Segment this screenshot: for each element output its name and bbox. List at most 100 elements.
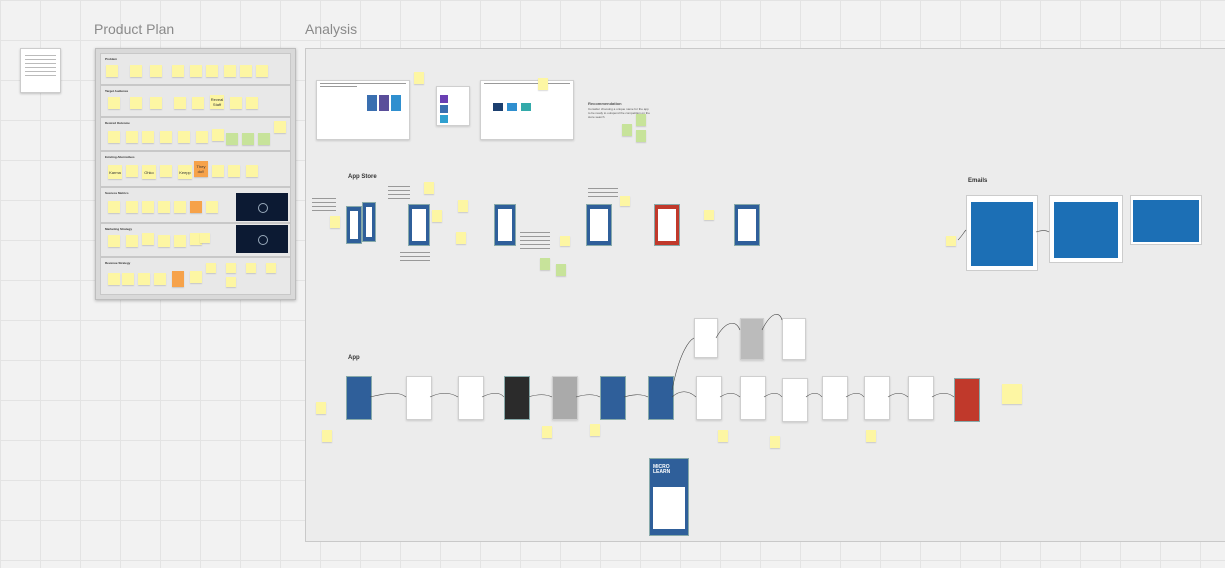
sticky-note[interactable] [212,129,224,141]
sticky-note[interactable] [622,124,632,136]
sticky-note[interactable] [200,233,210,243]
video-thumbnail[interactable] [236,225,288,253]
sticky-note[interactable] [150,65,162,77]
email-screenshot[interactable] [1130,195,1202,245]
sticky-note[interactable] [256,65,268,77]
sticky-note[interactable] [538,78,548,90]
sticky-note[interactable] [174,235,186,247]
sticky-note[interactable] [226,263,236,273]
app-store-screen[interactable] [346,206,362,244]
app-screen[interactable] [954,378,980,422]
sticky-note[interactable] [230,97,242,109]
sticky-note[interactable] [226,277,236,287]
sticky-note[interactable] [212,165,224,177]
sticky-note[interactable] [142,201,154,213]
sticky-note[interactable] [178,131,190,143]
sticky-note[interactable] [126,131,138,143]
sticky-note[interactable] [158,201,170,213]
sticky-note-they-do[interactable]: They do!! [194,161,208,177]
play-icon[interactable] [258,203,268,213]
sticky-note[interactable] [192,97,204,109]
sticky-note[interactable] [258,133,270,145]
sticky-note[interactable] [142,131,154,143]
sticky-note[interactable] [122,273,134,285]
app-store-screen[interactable] [362,202,376,242]
sticky-note[interactable] [150,97,162,109]
store-results-screenshot[interactable] [436,86,470,126]
sticky-note[interactable] [130,65,142,77]
app-screen[interactable] [552,376,578,420]
sticky-note[interactable] [154,273,166,285]
app-store-screen[interactable] [654,204,680,246]
sticky-note[interactable] [196,131,208,143]
store-search-screenshot[interactable] [316,80,410,140]
sticky-note[interactable] [246,165,258,177]
sticky-note-keepp[interactable]: Keepp [178,165,192,179]
sticky-note[interactable] [432,210,442,222]
sticky-note[interactable] [142,233,154,245]
app-screen[interactable] [908,376,934,420]
sticky-note[interactable] [414,72,424,84]
sticky-note[interactable] [246,97,258,109]
email-screenshot[interactable] [1049,195,1123,263]
sticky-note[interactable] [718,430,728,442]
sticky-note[interactable] [560,236,570,246]
sticky-note[interactable] [172,271,184,287]
app-screen[interactable] [740,376,766,420]
sticky-note-karma[interactable]: Karma [108,165,122,179]
email-screenshot[interactable] [966,195,1038,271]
sticky-note[interactable] [206,201,218,213]
sticky-note[interactable] [160,131,172,143]
play-icon[interactable] [258,235,268,245]
sticky-note[interactable] [108,273,120,285]
sticky-note[interactable] [174,201,186,213]
sticky-note[interactable] [108,97,120,109]
sticky-note[interactable] [946,236,956,246]
app-screen[interactable] [406,376,432,420]
app-screen[interactable] [648,376,674,420]
sticky-note[interactable] [274,121,286,133]
app-screen[interactable] [864,376,890,420]
sticky-note[interactable] [108,131,120,143]
sticky-note[interactable] [246,263,256,273]
sticky-note[interactable] [458,200,468,212]
sticky-note[interactable] [456,232,466,244]
document-thumbnail[interactable] [20,48,61,93]
sticky-note[interactable] [108,201,120,213]
sticky-note[interactable] [556,264,566,276]
sticky-note-reveal-staff[interactable]: Reveal Staff [210,95,224,109]
sticky-note[interactable] [174,97,186,109]
sticky-note[interactable] [770,436,780,448]
sticky-note[interactable] [190,271,202,283]
sticky-note[interactable] [190,65,202,77]
app-screen[interactable] [458,376,484,420]
sticky-note[interactable] [160,165,172,177]
app-store-screen[interactable] [494,204,516,246]
sticky-note[interactable] [106,65,118,77]
sticky-note[interactable] [322,430,332,442]
sticky-note[interactable] [540,258,550,270]
sticky-note[interactable] [542,426,552,438]
product-plan-board[interactable]: Problem Target Audience Desired Outcome … [95,48,296,300]
app-screen[interactable] [696,376,722,420]
sticky-note[interactable] [158,235,170,247]
sticky-note[interactable] [866,430,876,442]
store-listing-screenshot[interactable] [480,80,574,140]
sticky-note[interactable] [266,263,276,273]
analysis-frame[interactable] [305,48,1225,542]
sticky-note[interactable] [704,210,714,220]
sticky-note[interactable] [620,196,630,206]
sticky-note[interactable] [224,65,236,77]
app-screen[interactable] [600,376,626,420]
app-store-screen[interactable] [734,204,760,246]
sticky-note[interactable] [330,216,340,228]
app-screen[interactable] [782,318,806,360]
sticky-note[interactable] [316,402,326,414]
app-screen[interactable] [694,318,718,358]
sticky-note[interactable] [242,133,254,145]
sticky-note[interactable] [206,65,218,77]
sticky-note[interactable] [190,201,202,213]
app-store-screen[interactable] [408,204,430,246]
sticky-note[interactable] [130,97,142,109]
sticky-note[interactable] [636,130,646,142]
